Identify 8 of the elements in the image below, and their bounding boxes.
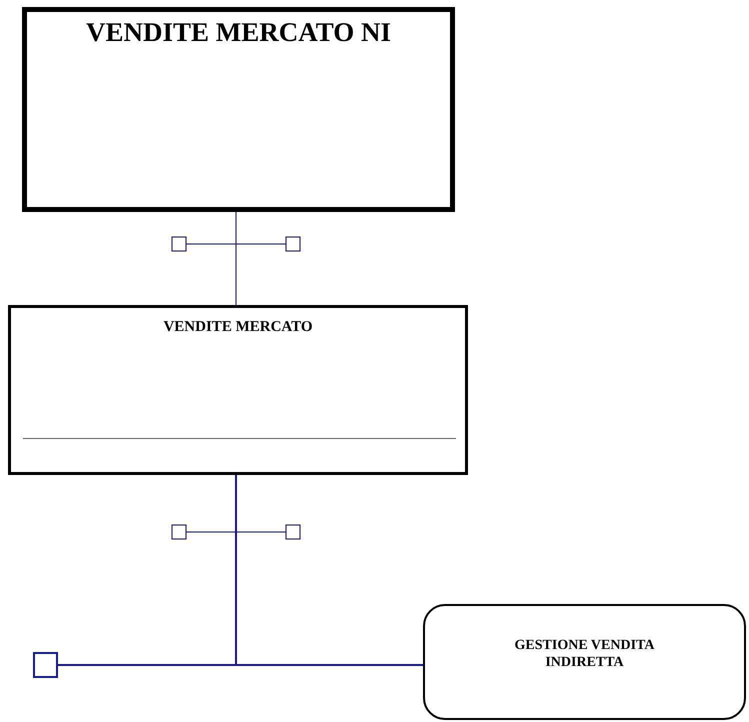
rounded-process-box: [423, 604, 746, 720]
port-square: [33, 652, 58, 678]
node-title: VENDITE MERCATO: [163, 318, 313, 337]
node-title: GESTIONE VENDITA INDIRETTA: [514, 636, 656, 672]
node-title: VENDITE MERCATO NI: [86, 16, 392, 49]
connector-line: [58, 475, 237, 666]
entity-box: [8, 305, 468, 475]
entity-box: [22, 7, 455, 212]
